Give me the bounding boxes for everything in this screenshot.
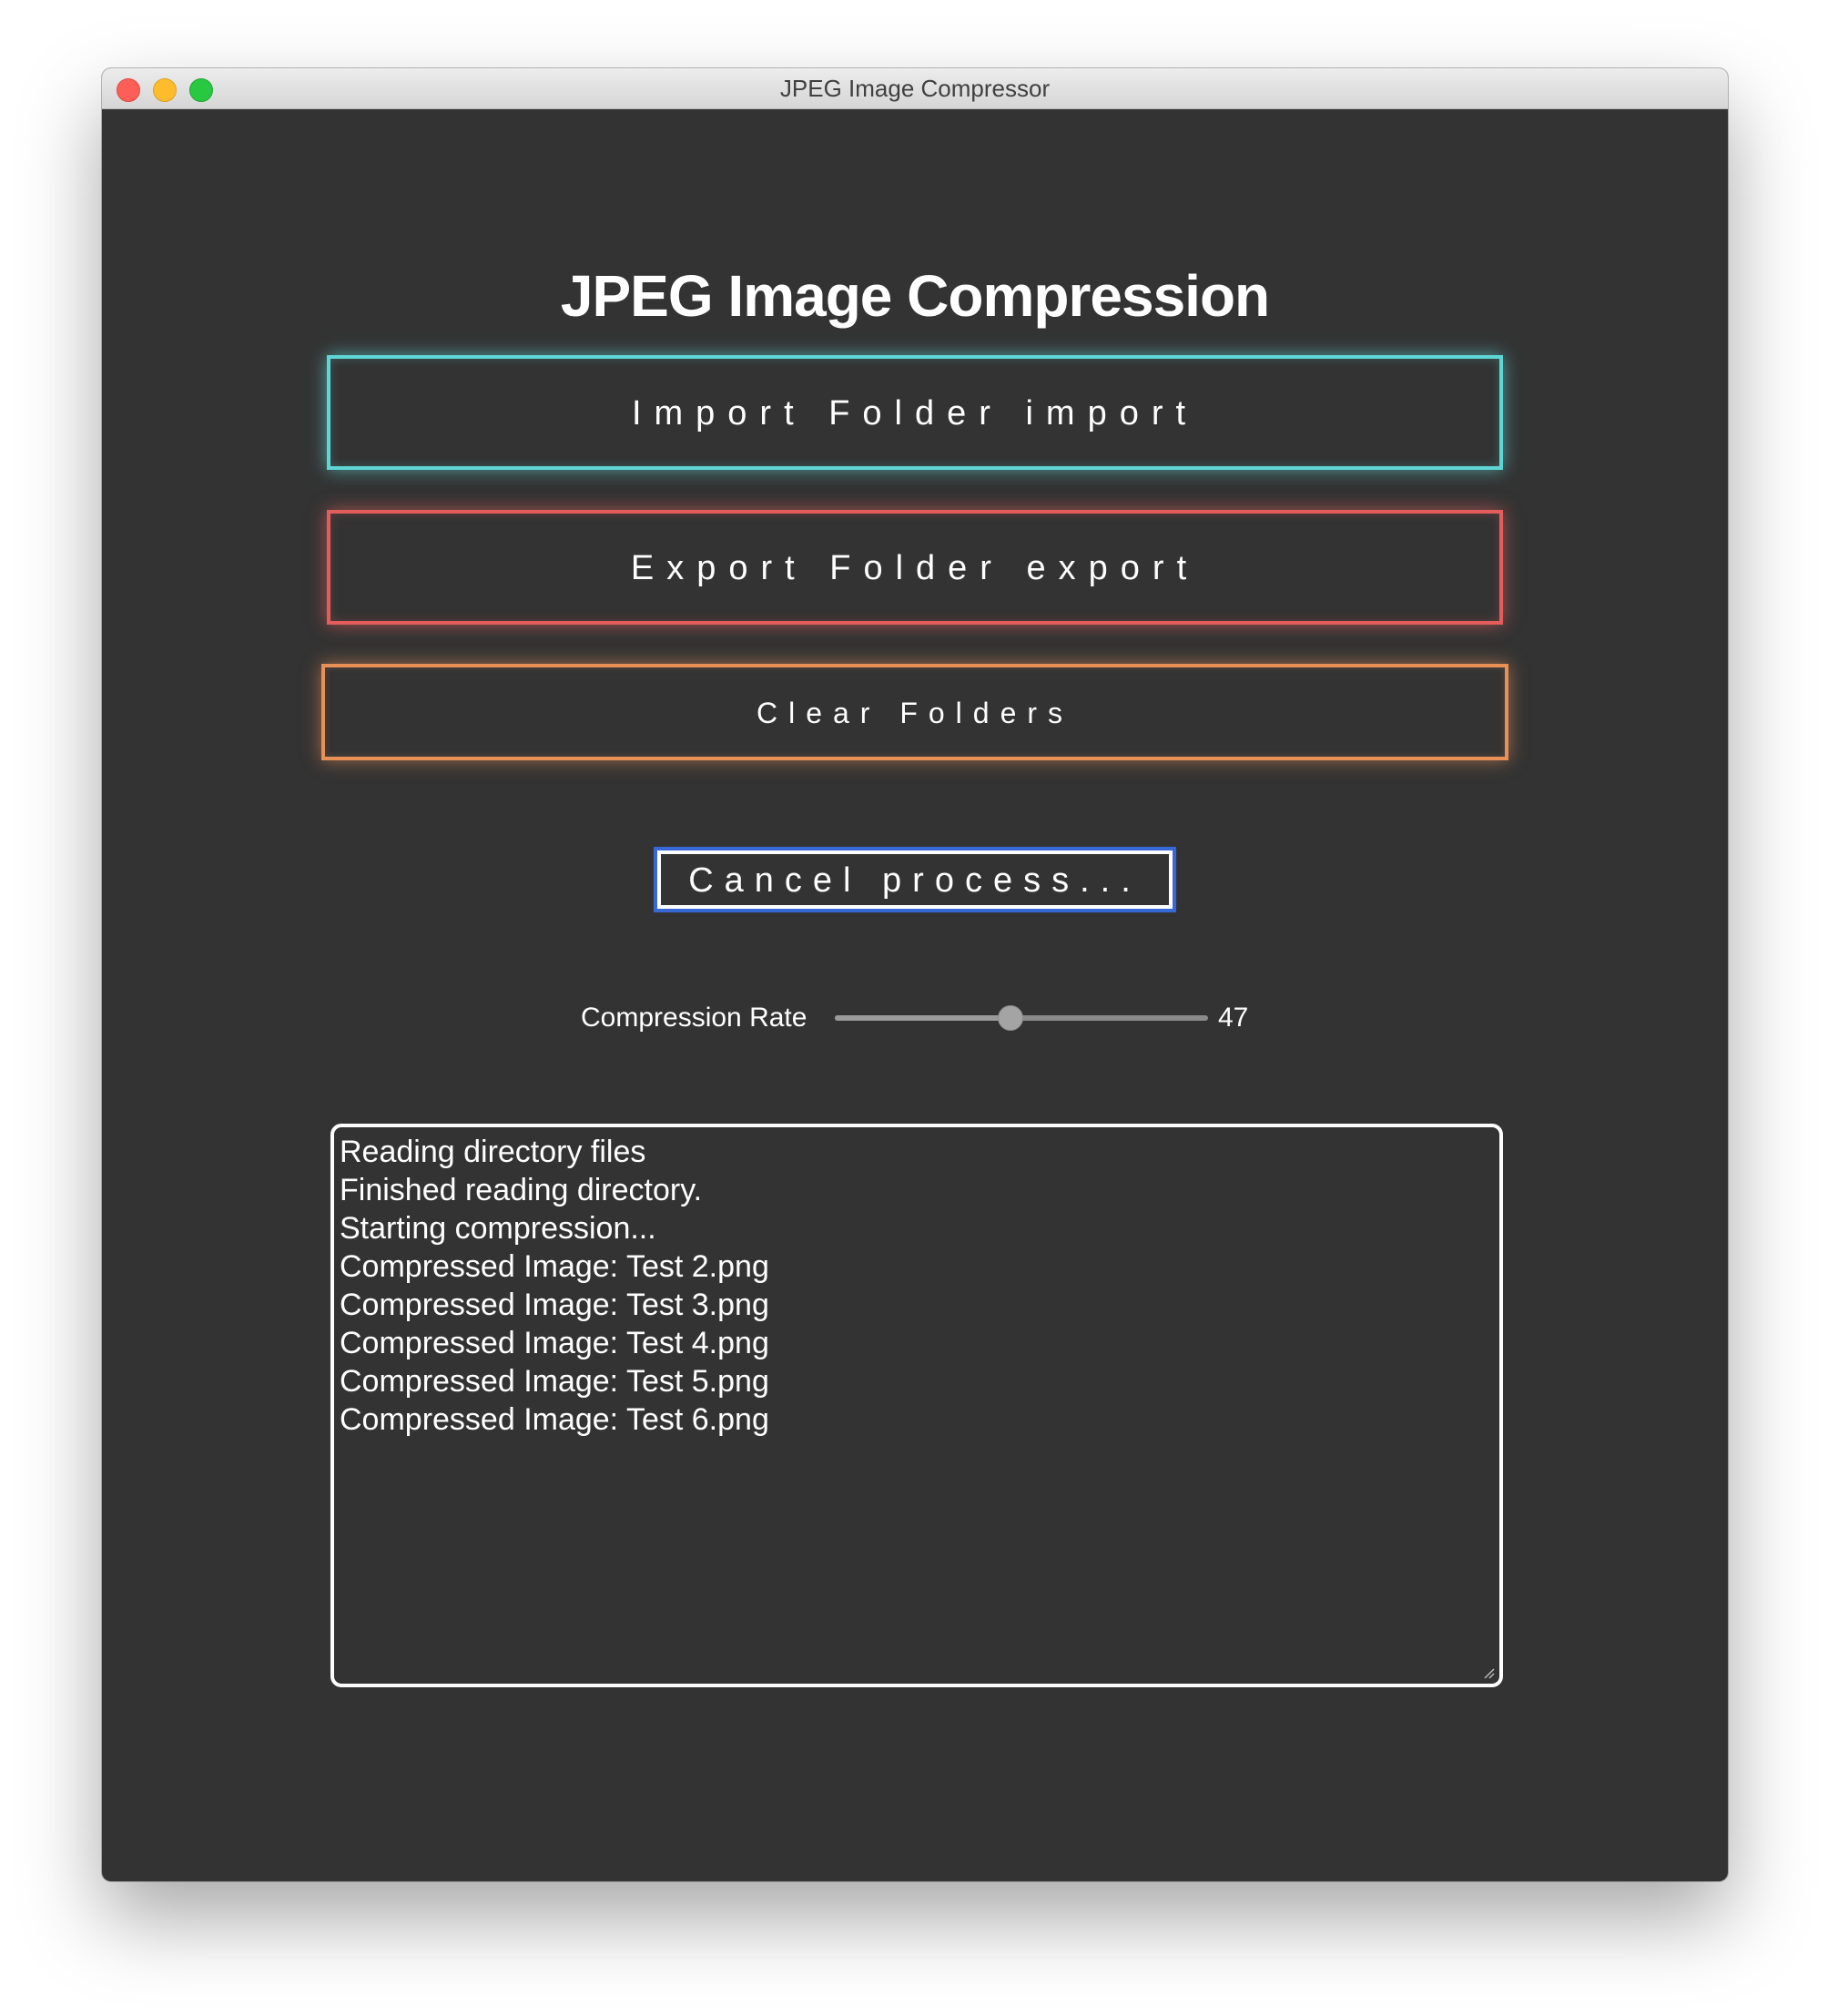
zoom-window-button[interactable] [189, 78, 213, 102]
app-window: JPEG Image Compressor JPEG Image Compres… [102, 68, 1728, 1881]
close-window-button[interactable] [117, 78, 140, 102]
page-title: JPEG Image Compression [560, 263, 1270, 329]
title-bar[interactable]: JPEG Image Compressor [102, 68, 1728, 109]
export-folder-button[interactable]: Export Folder export [327, 510, 1503, 625]
window-title: JPEG Image Compressor [779, 75, 1051, 102]
log-line: Compressed Image: Test 4.png [340, 1326, 769, 1360]
log-line: Compressed Image: Test 5.png [340, 1364, 769, 1399]
main-content: JPEG Image Compression Import Folder imp… [102, 109, 1728, 1881]
cancel-process-button[interactable]: Cancel process... [654, 847, 1176, 912]
log-line: Reading directory files [340, 1135, 646, 1169]
log-line: Compressed Image: Test 2.png [340, 1249, 769, 1284]
import-folder-button[interactable]: Import Folder import [327, 355, 1503, 470]
clear-folders-button[interactable]: Clear Folders [321, 664, 1508, 760]
log-line: Starting compression... [340, 1211, 656, 1246]
resize-grip-icon[interactable] [1481, 1665, 1496, 1680]
compression-rate-value: 47 [1218, 1003, 1249, 1033]
compression-rate-label: Compression Rate [581, 1003, 807, 1033]
compression-rate-control: Compression Rate 47 [102, 1000, 1728, 1036]
log-line: Finished reading directory. [340, 1173, 703, 1207]
minimize-window-button[interactable] [153, 78, 177, 102]
log-line: Compressed Image: Test 6.png [340, 1402, 769, 1437]
log-line: Compressed Image: Test 3.png [340, 1288, 769, 1322]
compression-rate-slider[interactable] [835, 1005, 1208, 1031]
slider-fill [835, 1015, 1010, 1021]
slider-thumb[interactable] [997, 1005, 1023, 1031]
